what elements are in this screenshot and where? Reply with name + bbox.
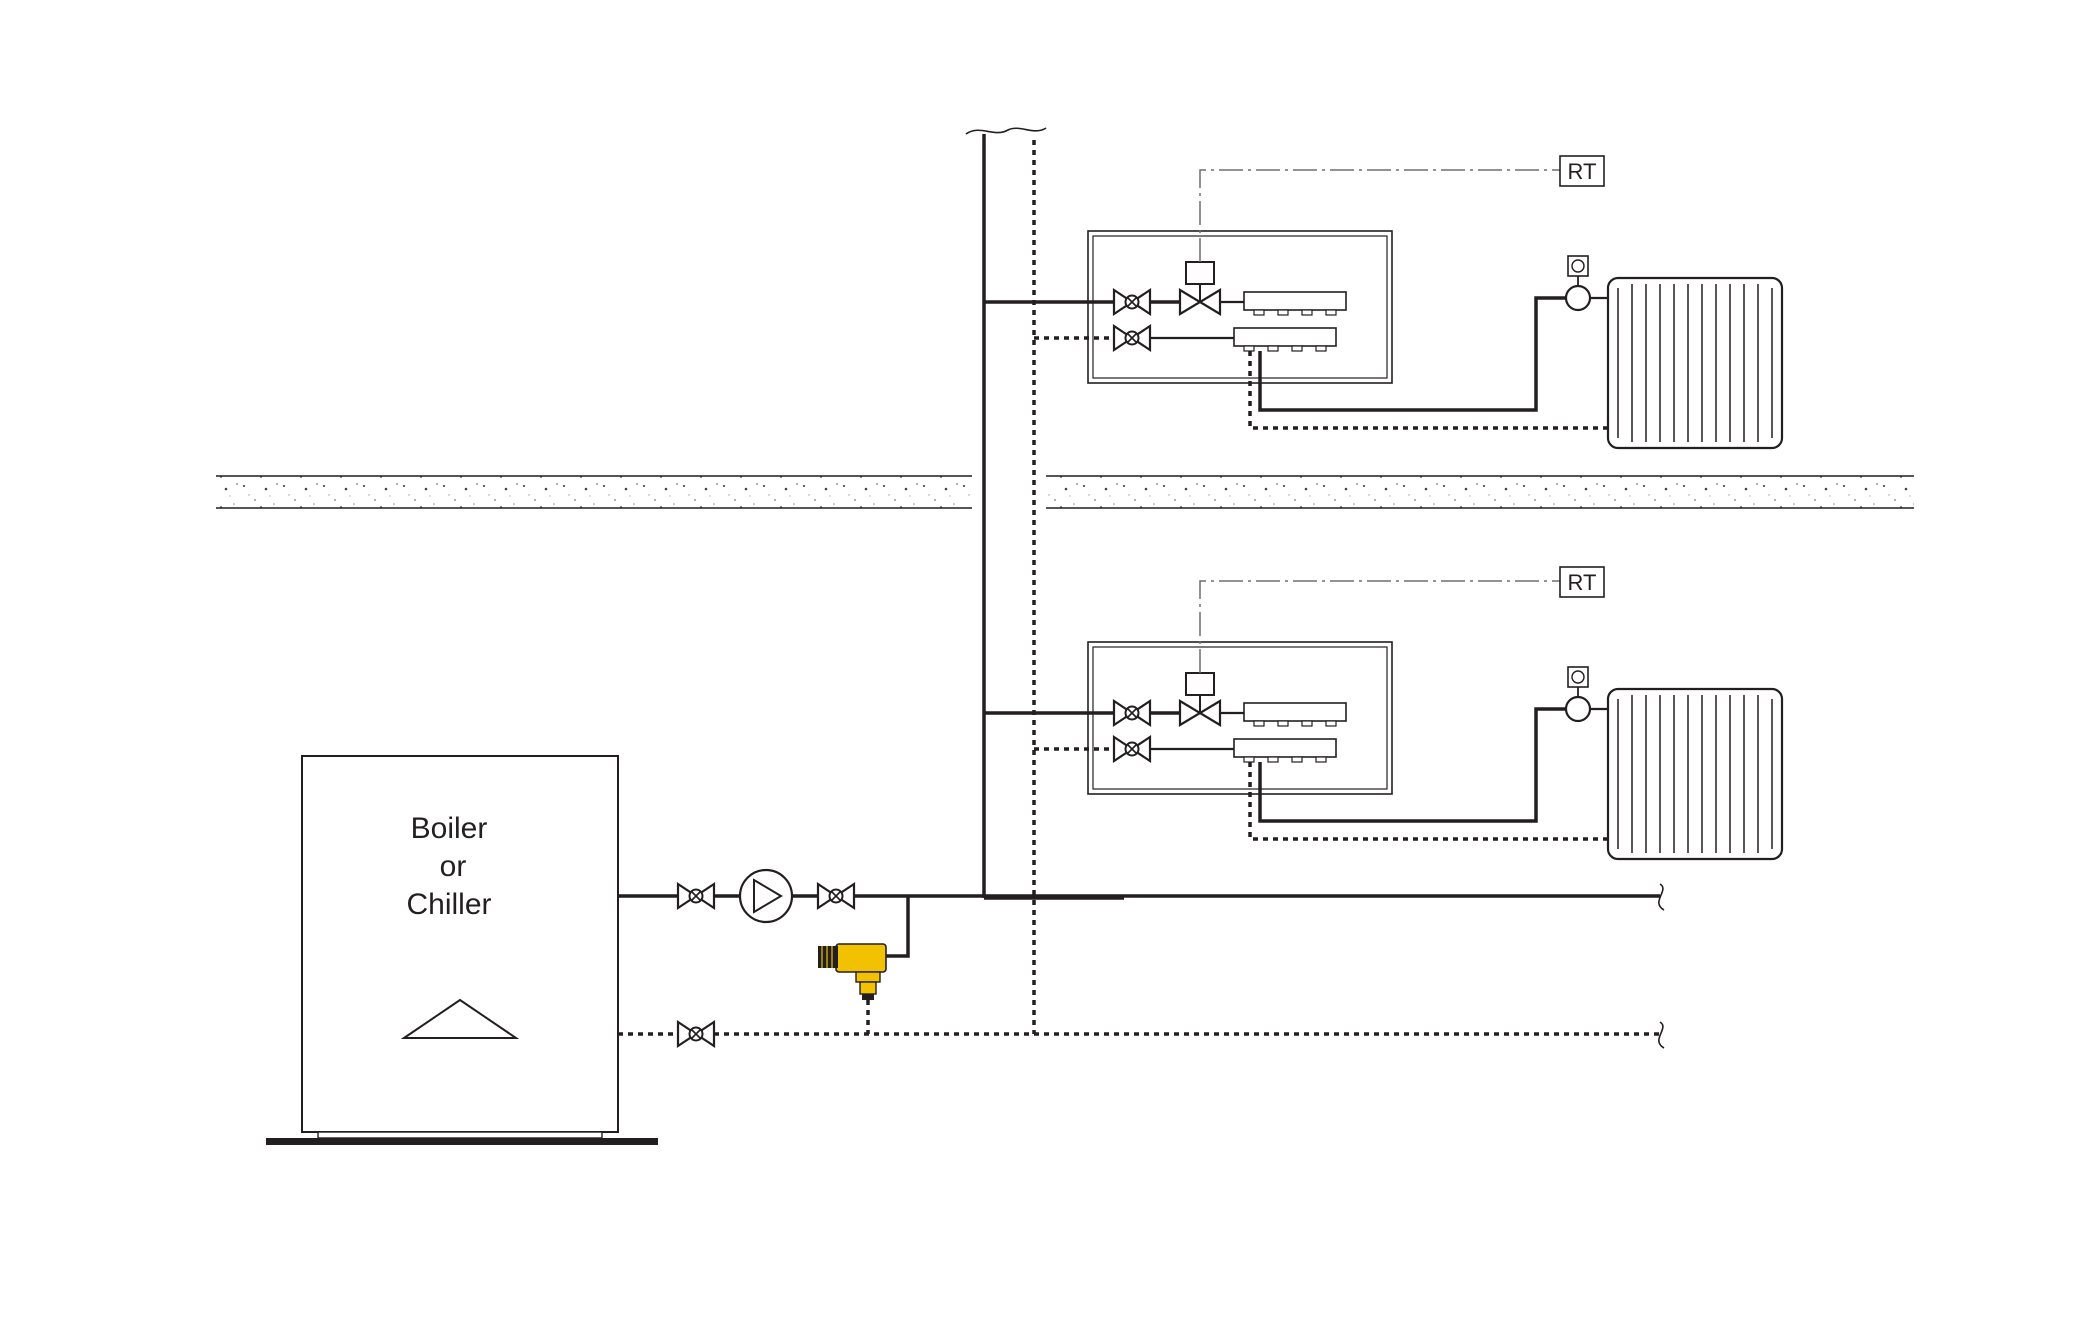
return-isolation-valve — [676, 1020, 716, 1048]
room-thermostat-lower — [1559, 566, 1605, 598]
room-thermostat-upper — [1559, 155, 1605, 187]
supply-isolation-valve-2 — [816, 882, 856, 910]
boiler-label-line-1: Boiler — [411, 812, 488, 845]
room-thermostat-lower-label: RT — [1568, 570, 1597, 595]
boiler-label-line-2: or — [440, 850, 467, 883]
floor-slab — [216, 475, 1914, 509]
boiler-chiller-unit: Boiler or Chiller — [266, 755, 658, 1145]
room-thermostat-upper-label: RT — [1568, 159, 1597, 184]
separator-valve — [818, 896, 910, 1034]
lower-zone: RT — [984, 566, 1782, 859]
main-supply-pipe — [618, 883, 1665, 911]
supply-riser — [982, 134, 1124, 900]
main-return-pipe — [618, 1021, 1665, 1049]
circulation-pump — [738, 868, 794, 924]
upper-zone: RT — [984, 155, 1782, 448]
supply-isolation-valve-1 — [676, 882, 716, 910]
riser-break-symbol — [965, 127, 1047, 135]
boiler-label-line-3: Chiller — [406, 888, 491, 921]
